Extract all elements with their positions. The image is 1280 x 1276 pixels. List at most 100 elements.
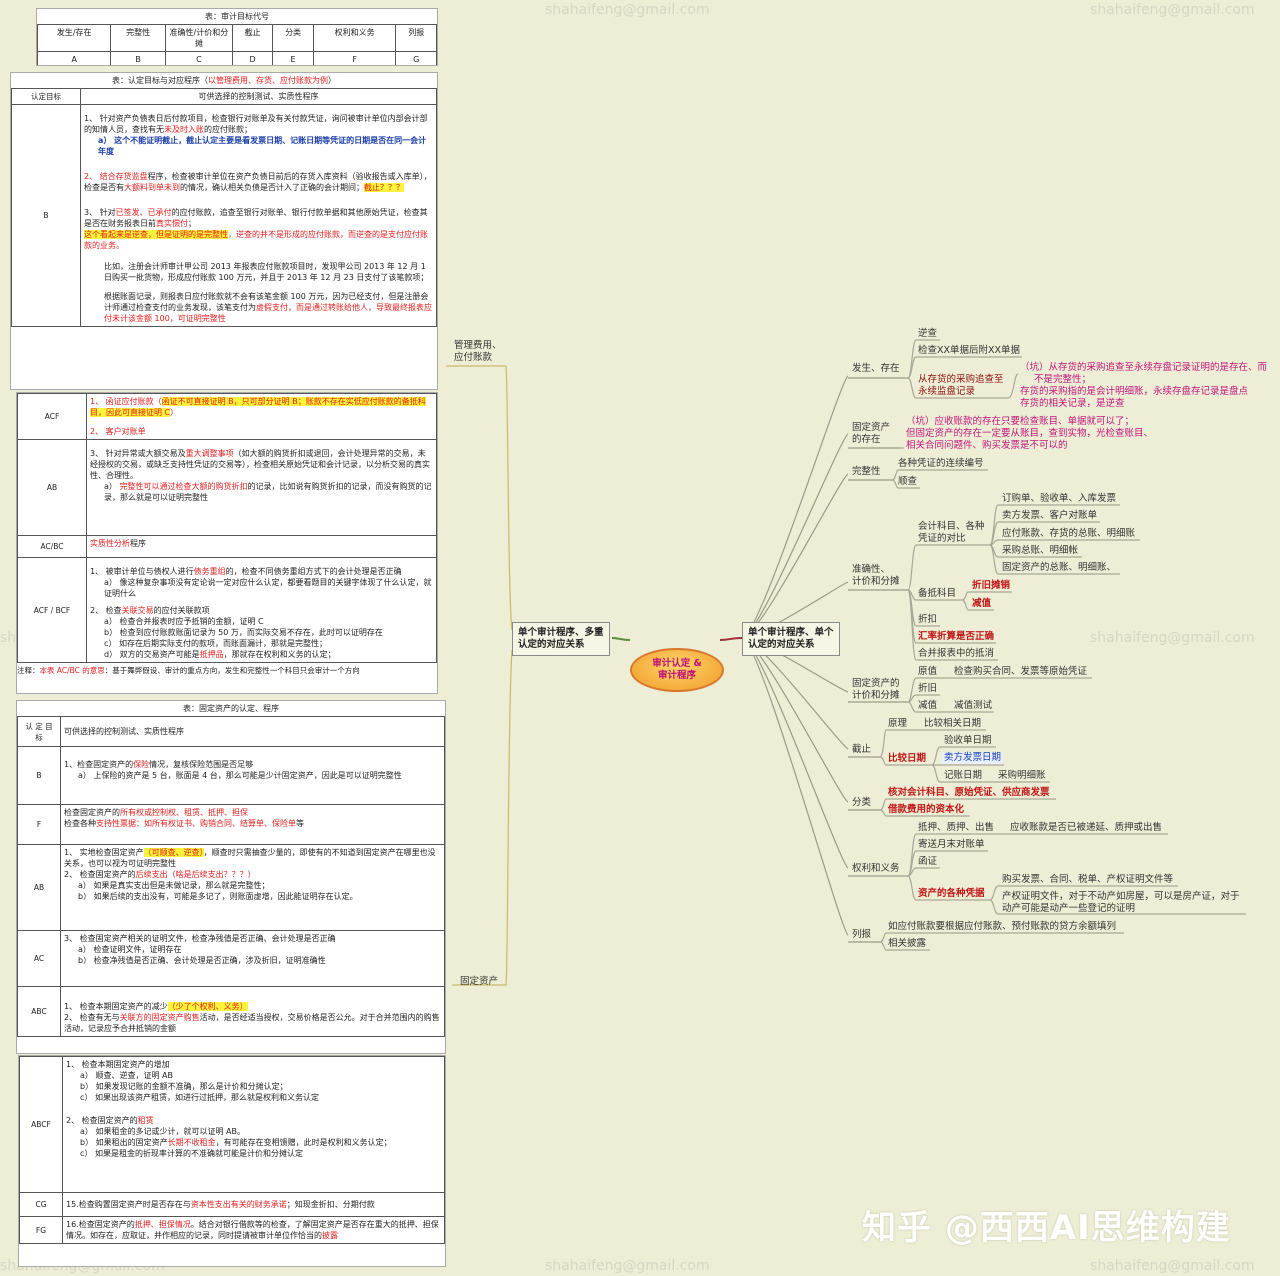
mm-xiangguan[interactable]: 相关披露 [888, 938, 927, 949]
mm-keng2[interactable]: （坑）应收账款的存在只要检查账目、单据就可以了； 但固定资产的存在一定要从账目，… [906, 416, 1153, 452]
mm-guding-zz[interactable]: 固定资产的总账、明细账、 [1002, 562, 1117, 573]
t2f-p1a: 检查固定资产的 [64, 808, 120, 817]
mm-chanquan[interactable]: 产权证明文件，对于不动产如房屋，可以是房产证，对于 动产可能是动产一些登记的证明 [1002, 891, 1240, 915]
mm-diya[interactable]: 抵押、质押、出售 [918, 822, 995, 833]
table2-row-abc-key: ABC [17, 986, 61, 1037]
mm-yuanli[interactable]: 原理 [888, 718, 908, 729]
mm-cunhuo[interactable]: 从存货的采购追查至 永续监盘记录 [918, 374, 1004, 398]
t2b-p1r: 保险 [133, 760, 150, 769]
cat-rights[interactable]: 权利和义务 [852, 863, 900, 874]
mm-jianzhi-cs[interactable]: 减值测试 [954, 700, 993, 711]
branch-label-mgmt-2: 应付账款 [454, 352, 493, 363]
t2abcf-p2c1: a） 如果租金的多记或少计，就可以证明 AB。 [80, 1127, 245, 1136]
mm-hebing[interactable]: 合并报表中的抵消 [918, 648, 995, 659]
mm-keng1-4: 存货的相关记录，是逆查 [1020, 398, 1125, 409]
mm-zhekou[interactable]: 折扣 [918, 614, 938, 625]
t2fg-p1r2: 披露 [322, 1231, 338, 1240]
mm-jianzhi[interactable]: 减值 [972, 598, 992, 609]
central-topic[interactable]: 审计认定 &审计程序 [630, 648, 724, 692]
table2-header-assertion: 认 定 目 标 [17, 716, 61, 747]
mm-maifang[interactable]: 卖方发票、客户对账单 [1002, 510, 1098, 521]
table1-row-acfbcf-content: 1、 被审计单位与债权人进行债务重组的，检查不同债务重组方式下的会计处理是否正确… [86, 557, 437, 663]
table2-part1: 认 定 目 标 可供选择的控制测试、实质性程序 B 1、检查固定资产的保险情况，… [17, 716, 445, 1037]
cat-presentation[interactable]: 列报 [852, 929, 872, 940]
mm-kuaiji-1: 会计科目、各种 [918, 521, 985, 532]
t1acf-p1b: ） [170, 408, 179, 417]
mm-goumai-fp[interactable]: 购买发票、合同、税单、产权证明文件等 [1002, 874, 1174, 885]
cat-occurrence[interactable]: 发生、存在 [852, 363, 900, 374]
mm-yingfu[interactable]: 应付账款、存货的总账、明细账 [1002, 528, 1136, 539]
mm-jiekuan[interactable]: 借款费用的资本化 [888, 804, 965, 815]
mm-huilv[interactable]: 汇率折算是否正确 [918, 631, 995, 642]
t1b-p3r: 已签发、已承付 [115, 208, 172, 217]
table1-caption: 表：认定目标与对应程序（以管理费用、存货、应付账款为例） [11, 75, 437, 86]
code-4: E [272, 51, 314, 65]
mm-shuncha[interactable]: 顺查 [898, 476, 918, 487]
mm-zichan-pz[interactable]: 资产的各种凭据 [918, 888, 985, 899]
t1x-p2c4b: ，那就存在权利和义务的认定； [223, 650, 336, 659]
table2-caption: 表：固定资产的认定、程序 [183, 704, 279, 713]
table1-row-ab-key: AB [17, 439, 87, 536]
table1-row-acbc-key: AC/BC [17, 535, 87, 558]
cat-fixed-asset-valuation[interactable]: 固定资产的 计价和分摊 [852, 678, 900, 702]
cat-fixed-asset-existence[interactable]: 固定资产 的存在 [852, 422, 890, 446]
cat-classification[interactable]: 分类 [852, 797, 872, 808]
mm-maifang-rq[interactable]: 卖方发票日期 [942, 752, 1004, 764]
mm-yuanzhi[interactable]: 原值 [918, 666, 938, 677]
code-header-3: 截止 [231, 24, 274, 52]
mm-caigou-zz[interactable]: 采购总账、明细帐 [1002, 545, 1079, 556]
cat-cutoff[interactable]: 截止 [852, 744, 872, 755]
mm-jicun[interactable]: 寄送月末对账单 [918, 839, 985, 850]
table1-caption-a: 表：认定目标与对应程序（ [112, 76, 208, 85]
t2abc-p2r: 关联方的固定资产购售 [119, 1013, 200, 1022]
t2ac-p1a: a） 检查证明文件，证明存在 [78, 945, 182, 954]
left-main-node[interactable]: 单个审计程序、多重 认定的对应关系 [512, 622, 610, 656]
mm-nicha[interactable]: 逆查 [918, 328, 938, 339]
mm-kuaiji[interactable]: 会计科目、各种 凭证的对比 [918, 521, 985, 545]
table1-row-acfbcf-key: ACF / BCF [17, 557, 87, 663]
cat-completeness[interactable]: 完整性 [852, 466, 881, 477]
mm-caigou-mx[interactable]: 采购明细账 [998, 770, 1046, 781]
right-main-node[interactable]: 单个审计程序、单个 认定的对应关系 [742, 622, 840, 656]
t1b-p2b: 程序，检查被审计单位在资产负债日前后的存货入库资料（验收报告或入库单），检查是否… [84, 172, 432, 192]
mm-goumai[interactable]: 检查购买合同、发票等原始凭证 [954, 666, 1088, 677]
mm-hedui[interactable]: 核对会计科目、原始凭证、供应商发票 [888, 787, 1050, 798]
t1b-p5r: 虚假支付，而是通过转账给他人，导致最终报表应付未计该金额 100，可证明完整性 [104, 303, 432, 323]
table2-row-ac-content: 3、 检查固定资产相关的证明文件，检查净残值是否正确、会计处理是否正确 a） 检… [60, 930, 445, 987]
mm-dinggou[interactable]: 订购单、验收单、入库发票 [1002, 493, 1117, 504]
mm-bijiao-rq[interactable]: 比较日期 [888, 753, 927, 764]
mm-jizhang-rq[interactable]: 记账日期 [944, 770, 983, 781]
mm-yanshou-rq[interactable]: 验收单日期 [944, 735, 992, 746]
mm-yingshou[interactable]: 应收账款是否已被递延、质押或出售 [1010, 822, 1163, 833]
t2abc-p2b: 活动，是否经适当授权，交易价格是否公允。对于合并范围内的购售活动，记录应予合并抵… [64, 1013, 440, 1033]
mm-keng1[interactable]: （坑）从存货的采购追查至永续存盘记录证明的是存在、而 不是完整性； 存货的采购指… [1020, 362, 1267, 410]
mm-beidi[interactable]: 备抵科目 [918, 588, 957, 599]
cat-accuracy[interactable]: 准确性、 计价和分摊 [852, 564, 900, 588]
mm-zhejiu-tx[interactable]: 折旧摊销 [972, 580, 1011, 591]
t2fg-p1a: 16.检查固定资产的 [66, 1220, 135, 1229]
left-main-line1: 单个审计程序、多重 [518, 627, 604, 638]
t1x-p2c2: b） 检查到应付账款账面记录为 50 万，而实际交易不存在，此时可以证明存在 [104, 628, 383, 637]
table2-row-abcf-content: 1、 检查本期固定资产的增加 a） 顺查、逆查，证明 AB b） 如果发现记账的… [62, 1056, 445, 1193]
t2abcf-p1: 1、 检查本期固定资产的增加 [66, 1060, 170, 1069]
table2-part2: ABCF 1、 检查本期固定资产的增加 a） 顺查、逆查，证明 AB b） 如果… [19, 1056, 445, 1244]
mm-hanzheng[interactable]: 函证 [918, 856, 938, 867]
table2-row-ac-key: AC [17, 930, 61, 987]
t1x-p2c1: a） 检查合并报表时应予抵销的金额，证明 C [104, 617, 264, 626]
t2abcf-p2r: 租赁 [137, 1116, 154, 1125]
mm-pingzheng[interactable]: 各种凭证的连续编号 [898, 458, 984, 469]
mm-keng2-3: 相关合同问题件、购买发票是不可以的 [906, 440, 1068, 451]
mm-zhejiu[interactable]: 折旧 [918, 683, 938, 694]
mm-jiancha-xx[interactable]: 检查XX单据后附XX单据 [918, 345, 1021, 356]
t1b-p4: 比如，注册会计师审计甲公司 2013 年报表应付账款项目时，发现甲公司 2013… [104, 262, 429, 282]
t1acbc-p1r: 实质性分析 [90, 539, 130, 548]
mm-chanquan-2: 动产可能是动产一些登记的证明 [1002, 903, 1136, 914]
t1b-p1: 1、 针对资产负债表日后付款项目，检查银行对账单及有关付款凭证，询问被审计单位内… [84, 114, 428, 134]
mm-bijiao-xg[interactable]: 比较相关日期 [924, 718, 982, 729]
code-table-caption: 表：审计目标代号 [205, 12, 269, 21]
mm-jianzhi2[interactable]: 减值 [918, 700, 938, 711]
mm-yingfu-lb[interactable]: 如应付账款要根据应付账款、预付账款的贷方余额填列 [888, 921, 1117, 932]
brand-watermark: 知乎 @西西AI思维构建 [862, 1208, 1231, 1248]
t2f-p2r: 支持性票据：如所有权证书、购销合同、结算单、保险单 [96, 819, 296, 828]
t2abcf-p1b: b） 如果发现记账的金额不准确，那么是计价和分摊认定； [80, 1082, 288, 1091]
